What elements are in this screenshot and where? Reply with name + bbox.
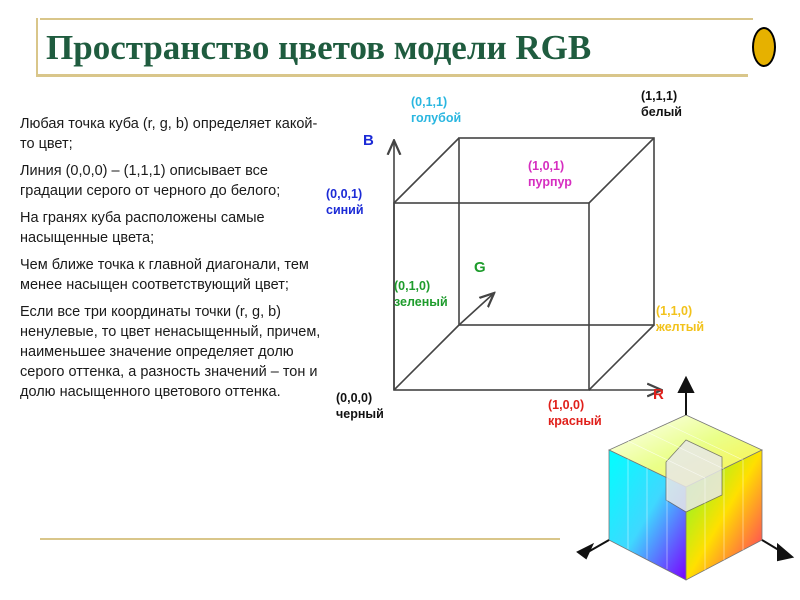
bullet-item: Чем ближе точка к главной диагонали, тем… [20,257,309,293]
vertex-label-yellow: (1,1,0) желтый [656,303,704,335]
gold-oval-icon [752,27,776,67]
bullet-item: Линия (0,0,0) – (1,1,1) описывает все гр… [20,163,281,199]
vertex-coord: (0,0,1) [326,187,363,201]
vertex-coord: (1,0,0) [548,398,585,412]
top-rule [40,18,753,20]
vertex-label-green: (0,1,0) зеленый [394,278,448,310]
vertex-name: синий [326,203,364,217]
vertex-label-black: (0,0,0) черный [336,390,384,422]
vertex-name: голубой [411,111,462,125]
bullet-list: Любая точка куба (r, g, b) определяет ка… [20,114,328,409]
vertex-label-white: (1,1,1) белый [641,88,682,120]
bottom-rule [40,538,560,540]
bullet-item: На гранях куба расположены самые насыщен… [20,210,265,246]
vertex-label-blue: (0,0,1) синий [326,186,364,218]
vertex-label-magenta: (1,0,1) пурпур [528,158,572,190]
vertex-name: белый [641,105,682,119]
vertex-name: красный [548,414,602,428]
vertex-coord: (1,1,0) [656,304,693,318]
left-rule [36,18,38,76]
vertex-name: пурпур [528,175,572,189]
vertex-label-red: (1,0,0) красный [548,397,602,429]
vertex-coord: (0,1,0) [394,279,431,293]
cube-edge [588,137,655,204]
axis-label-g: G [474,259,486,276]
axis-label-b: B [363,132,374,149]
vertex-coord: (1,0,1) [528,159,565,173]
vertex-name: желтый [656,320,705,334]
vertex-coord: (0,1,1) [411,95,448,109]
bullet-item: Любая точка куба (r, g, b) определяет ка… [20,116,318,152]
axis-label-r: R [653,386,664,403]
bullet-item: Если все три координаты точки (r, g, b) … [20,304,321,400]
color-cube-image-icon [576,375,795,581]
vertex-coord: (0,0,0) [336,391,373,405]
g-axis-arrow [458,294,493,326]
vertex-name: зеленый [394,295,448,309]
title-underline [36,74,748,77]
cube-back-face [458,137,655,326]
cube-edge [393,137,460,204]
cube-edge [393,324,460,391]
vertex-name: черный [336,407,384,421]
vertex-coord: (1,1,1) [641,89,678,103]
vertex-label-cyan: (0,1,1) голубой [411,94,461,126]
wireframe-cube [393,137,655,391]
page-title: Пространство цветов модели RGB [46,28,592,67]
cube-edge [588,324,655,391]
